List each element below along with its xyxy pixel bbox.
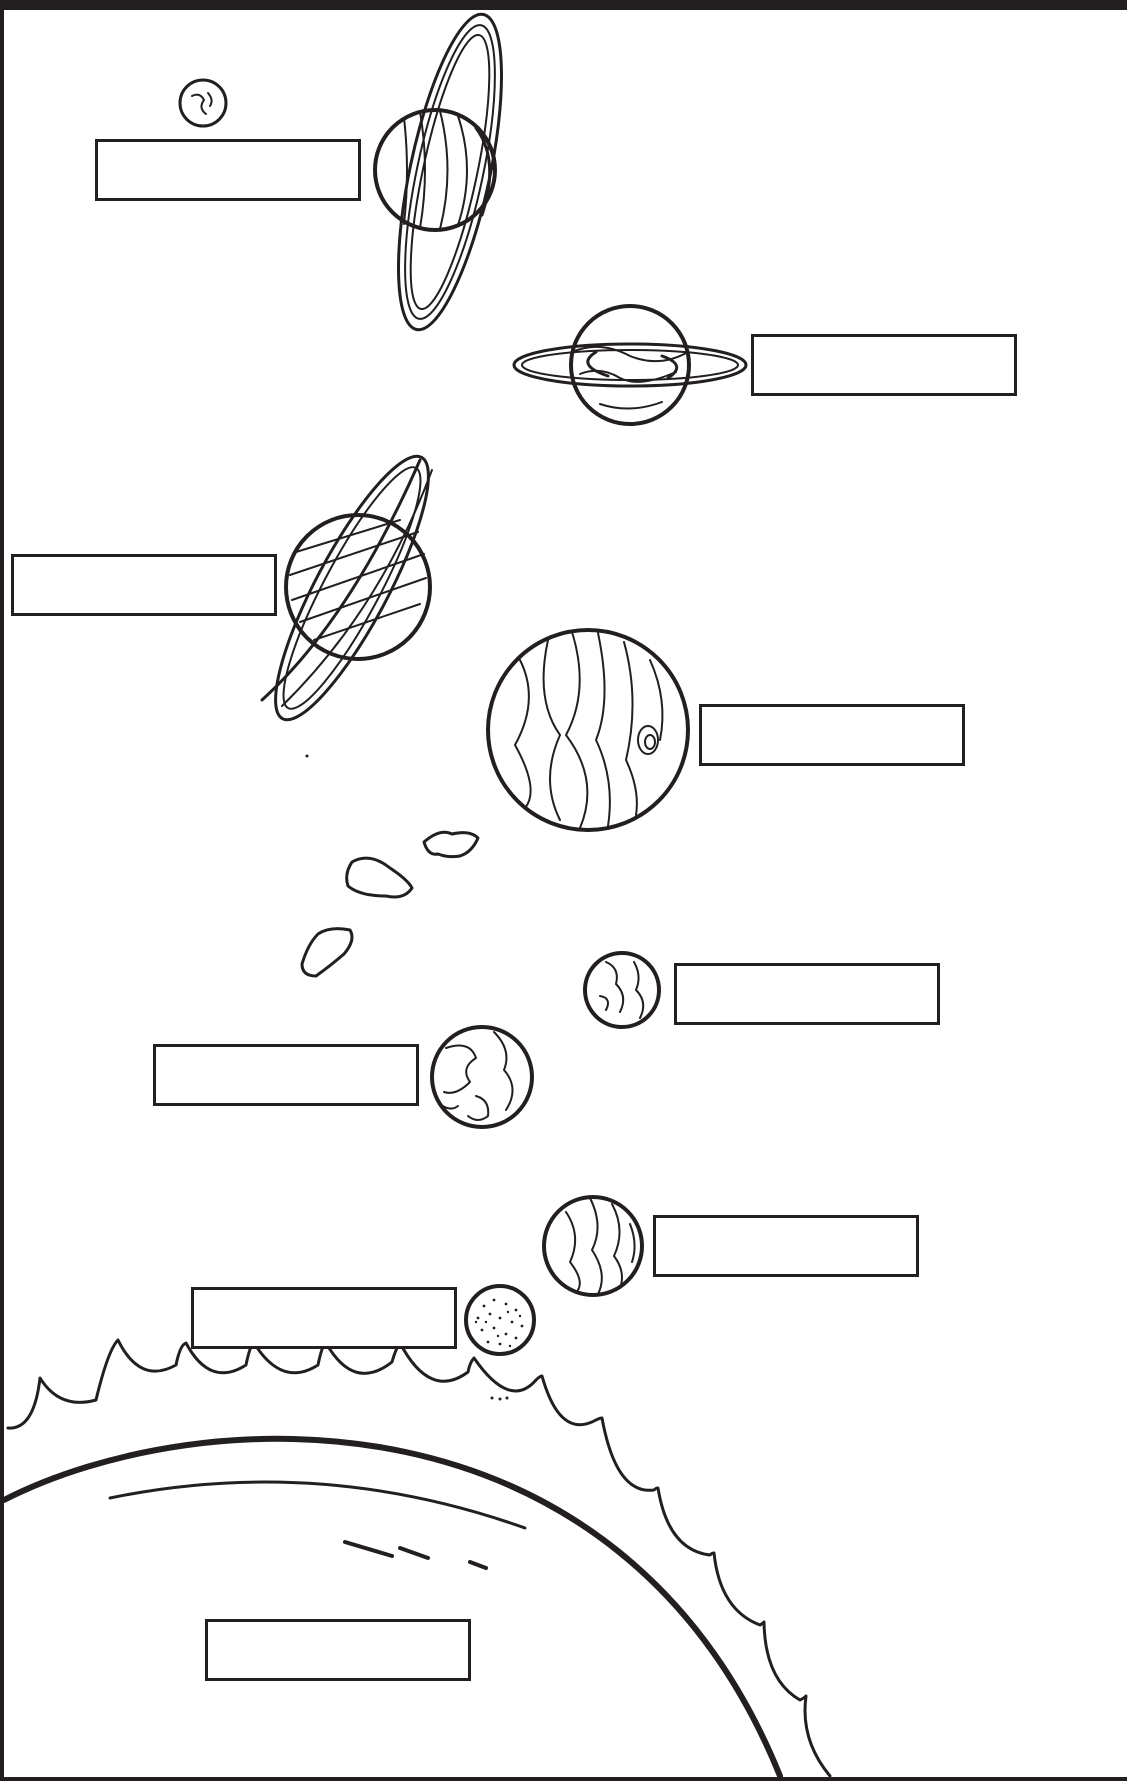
earth-label-box[interactable] <box>153 1044 419 1106</box>
pluto-icon <box>180 80 226 126</box>
mercury-label-box[interactable] <box>191 1287 457 1349</box>
earth-icon <box>432 1027 532 1127</box>
saturn-label-box[interactable] <box>11 554 277 616</box>
mars-label-box[interactable] <box>674 963 940 1025</box>
uranus-icon <box>375 6 523 338</box>
pluto-label-box[interactable] <box>95 139 361 201</box>
mars-icon <box>585 953 659 1027</box>
venus-label-box[interactable] <box>653 1215 919 1277</box>
sun-icon <box>4 1340 830 1776</box>
jupiter-label-box[interactable] <box>699 704 965 766</box>
sun-label-box[interactable] <box>205 1619 471 1681</box>
neptune-icon <box>514 306 746 424</box>
mercury-icon <box>466 1286 534 1354</box>
asteroid-icon <box>302 755 478 977</box>
neptune-label-box[interactable] <box>751 334 1017 396</box>
venus-icon <box>544 1197 642 1295</box>
jupiter-icon <box>488 630 688 830</box>
saturn-icon <box>251 440 454 735</box>
